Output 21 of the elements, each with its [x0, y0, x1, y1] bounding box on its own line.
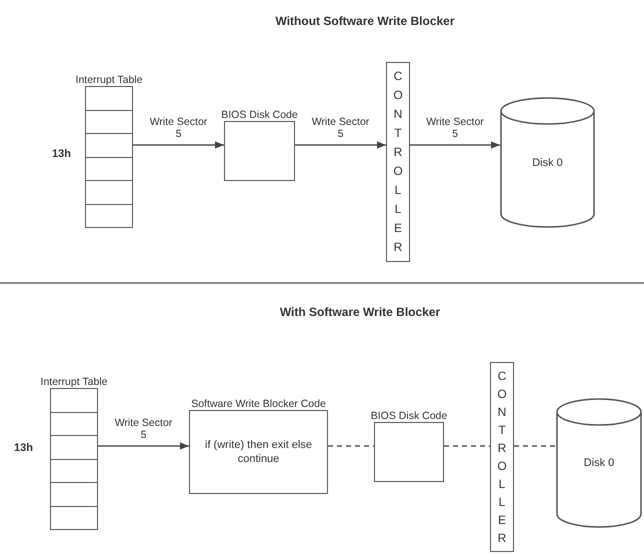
- interrupt-number: 13h: [14, 442, 33, 454]
- node-heading: BIOS Disk Code: [221, 109, 298, 121]
- code-text: if (write) then exit else continue: [204, 438, 313, 466]
- interrupt-number: 13h: [52, 148, 71, 160]
- dashed-connector: [514, 445, 556, 447]
- disk-label: Disk 0: [531, 156, 564, 170]
- node-heading: Software Write Blocker Code: [191, 398, 326, 410]
- disk-label: Disk 0: [582, 456, 616, 470]
- controller-label: CONTROLLER: [392, 68, 404, 256]
- arrow: [410, 141, 500, 149]
- controller-label: CONTROLLER: [496, 368, 508, 547]
- arrow: [133, 141, 224, 149]
- section-heading: Without Software Write Blocker: [275, 14, 455, 28]
- node-heading: Interrupt Table: [40, 376, 108, 388]
- arrow: [98, 442, 189, 450]
- node-heading: BIOS Disk Code: [370, 410, 448, 422]
- dashed-connector: [444, 445, 490, 447]
- node-heading: Interrupt Table: [76, 74, 142, 86]
- section-heading: With Software Write Blocker: [280, 305, 440, 319]
- arrow: [295, 141, 386, 149]
- dashed-connector: [328, 445, 374, 447]
